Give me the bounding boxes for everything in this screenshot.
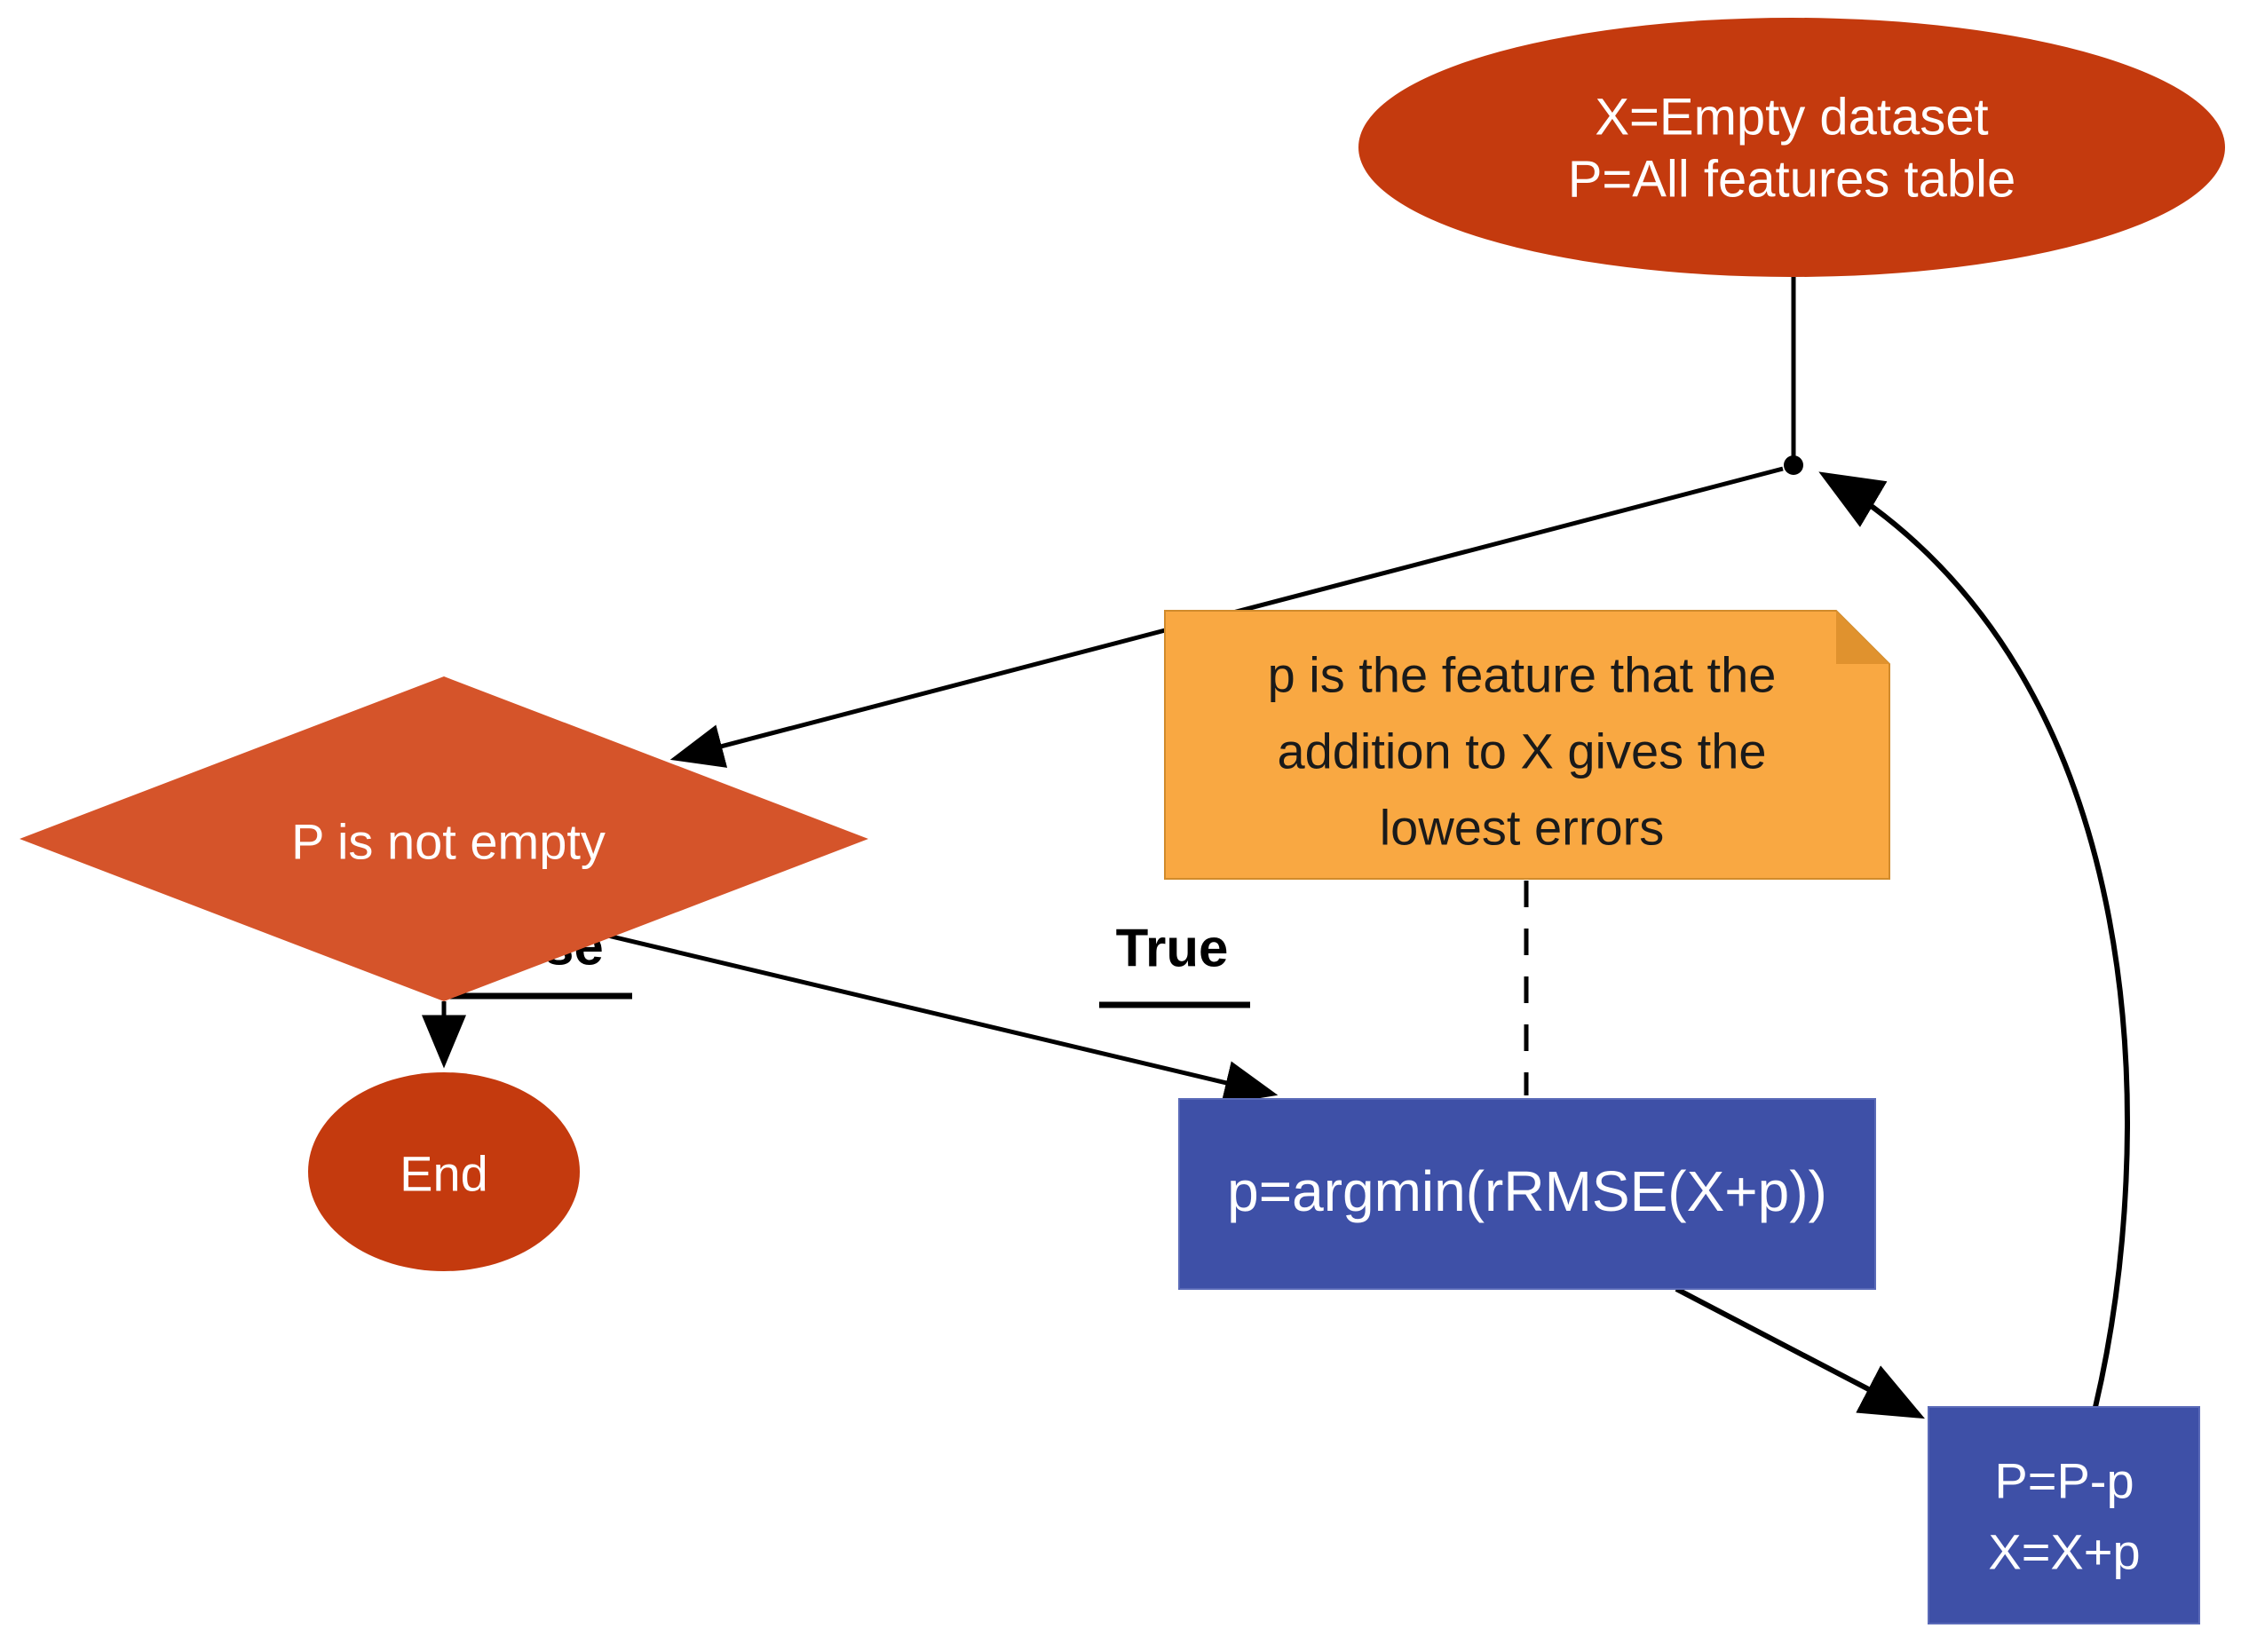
end-ellipse xyxy=(308,1072,580,1271)
argmin-node: p=argmin(rRMSE(X+p)) xyxy=(1178,1098,1876,1290)
start-node: X=Empty dataset P=All features table xyxy=(1358,18,2225,277)
note-node: p is the feature that the addition to X … xyxy=(1164,610,1890,880)
update-text-line2: X=X+p xyxy=(1988,1524,2140,1580)
decision-text: P is not empty xyxy=(291,814,606,870)
junction-dot xyxy=(1784,455,1803,475)
update-text-line1: P=P-p xyxy=(1994,1453,2134,1509)
start-text-line1: X=Empty dataset xyxy=(1595,89,1988,146)
note-text-line2: addition to X gives the xyxy=(1277,723,1766,779)
note-box xyxy=(1164,610,1890,880)
end-text: End xyxy=(400,1146,488,1202)
update-box xyxy=(1928,1406,2200,1624)
start-text-line2: P=All features table xyxy=(1568,151,2016,209)
decision-node: P is not empty xyxy=(20,676,868,1001)
edge-decision-true xyxy=(592,929,1279,1105)
decision-diamond xyxy=(20,676,868,1001)
edge-update-to-junction-loop xyxy=(1818,471,2130,1408)
true-label: True xyxy=(1116,919,1229,978)
note-text-line3: lowest errors xyxy=(1380,800,1665,856)
end-node: End xyxy=(308,1072,580,1271)
edge-argmin-to-update xyxy=(1675,1286,1925,1419)
argmin-box xyxy=(1178,1098,1876,1290)
start-ellipse xyxy=(1358,18,2225,277)
update-node: P=P-p X=X+p xyxy=(1928,1406,2200,1624)
argmin-text: p=argmin(rRMSE(X+p)) xyxy=(1227,1159,1827,1223)
note-text-line1: p is the feature that the xyxy=(1268,647,1777,703)
note-fold-corner xyxy=(1836,611,1889,664)
